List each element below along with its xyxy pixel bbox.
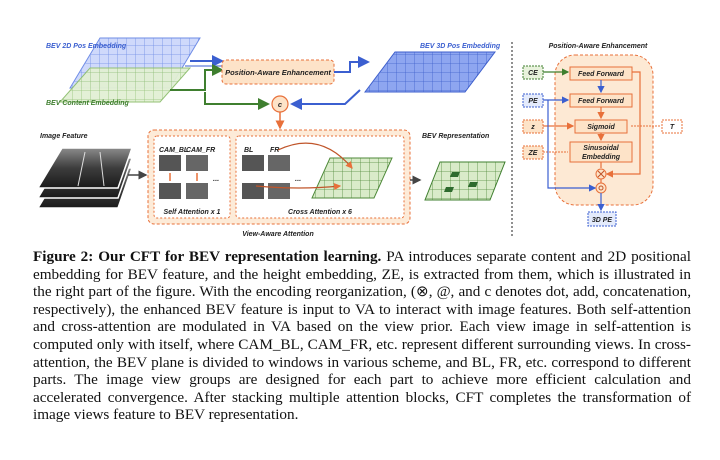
image-feature-stack (36, 147, 134, 209)
figure-caption: Figure 2: Our CFT for BEV representation… (33, 248, 691, 424)
sinusoidal-label-1: Sinusoidal (583, 145, 619, 152)
caption-body: PA introduces separate content and 2D po… (33, 248, 691, 424)
cam-bl-label: CAM_BL (159, 147, 188, 154)
self-attn-ellipsis: ... (213, 174, 219, 183)
t-box (661, 119, 683, 134)
bl-image-bottom (242, 183, 264, 199)
cam-fr-image-bottom (186, 183, 208, 199)
3d-pe-box (587, 211, 617, 227)
add-icon (598, 185, 604, 191)
bev-repr-label: BEV Representation (422, 133, 489, 140)
sigmoid-label: Sigmoid (587, 124, 615, 131)
pa-panel-title: Position-Aware Enhancement (549, 43, 648, 50)
pe-box (522, 93, 544, 108)
bl-label: BL (244, 147, 253, 154)
3d-to-concat-arrow (290, 89, 361, 110)
self-attn-arrows (169, 173, 198, 181)
pe-label: PE (528, 98, 538, 105)
fr-label: FR (270, 147, 279, 154)
z-box (522, 119, 544, 134)
dot-product-icon (597, 170, 605, 178)
cross-attn-label: Cross Attention x 6 (288, 209, 352, 216)
cam-fr-image-top (186, 155, 208, 171)
cross-attn-arrow-2 (255, 183, 342, 191)
cross-attn-bev-grid (311, 157, 393, 199)
cam-bl-image-top (159, 155, 181, 171)
concat-symbol: c (278, 100, 283, 109)
va-label: View-Aware Attention (242, 231, 313, 238)
sinusoidal-label-2: Embedding (582, 154, 621, 161)
t-label: T (670, 124, 675, 131)
3d-pe-label: 3D PE (592, 217, 613, 224)
bl-image-top (242, 155, 264, 171)
bev-content-grid (58, 67, 192, 103)
bev-3d-pos-grid (364, 51, 496, 93)
caption-title: Figure 2: Our CFT for BEV representation… (33, 248, 382, 265)
method-figure: BEV 2D Pos Embedding BEV Content Embeddi… (36, 37, 683, 238)
pa-to-3d-arrow (334, 56, 370, 73)
feed-forward-2-label: Feed Forward (578, 98, 625, 105)
self-attn-label: Self Attention x 1 (164, 209, 221, 216)
feed-forward-1-label: Feed Forward (578, 71, 625, 78)
bev-3d-pos-label: BEV 3D Pos Embedding (420, 43, 501, 50)
content-to-pa-arrow (170, 64, 224, 91)
cam-fr-label: CAM_FR (186, 147, 215, 154)
bev-content-label: BEV Content Embedding (46, 100, 130, 107)
cam-bl-image-bottom (159, 183, 181, 199)
bev-representation-grid (424, 161, 506, 201)
ff1-dot-arrow (605, 71, 641, 178)
image-feature-label: Image Feature (40, 133, 88, 140)
add-circle (595, 182, 607, 194)
ze-label: ZE (528, 150, 538, 157)
bev-2d-pos-label: BEV 2D Pos Embedding (46, 43, 127, 50)
fr-image-top (268, 155, 290, 171)
z-label: z (530, 124, 535, 131)
pe-add-arrow (547, 100, 597, 192)
cross-attn-ellipsis: ... (295, 174, 301, 183)
fr-image-bottom (268, 183, 290, 199)
ze-box (522, 145, 544, 160)
ce-label: CE (528, 70, 538, 77)
pa-box-label: Position-Aware Enhancement (225, 68, 331, 77)
cross-attn-arrow-1 (277, 142, 353, 169)
pa-box (221, 59, 335, 85)
ce-box (522, 65, 544, 80)
content-to-concat-arrow (204, 92, 270, 110)
